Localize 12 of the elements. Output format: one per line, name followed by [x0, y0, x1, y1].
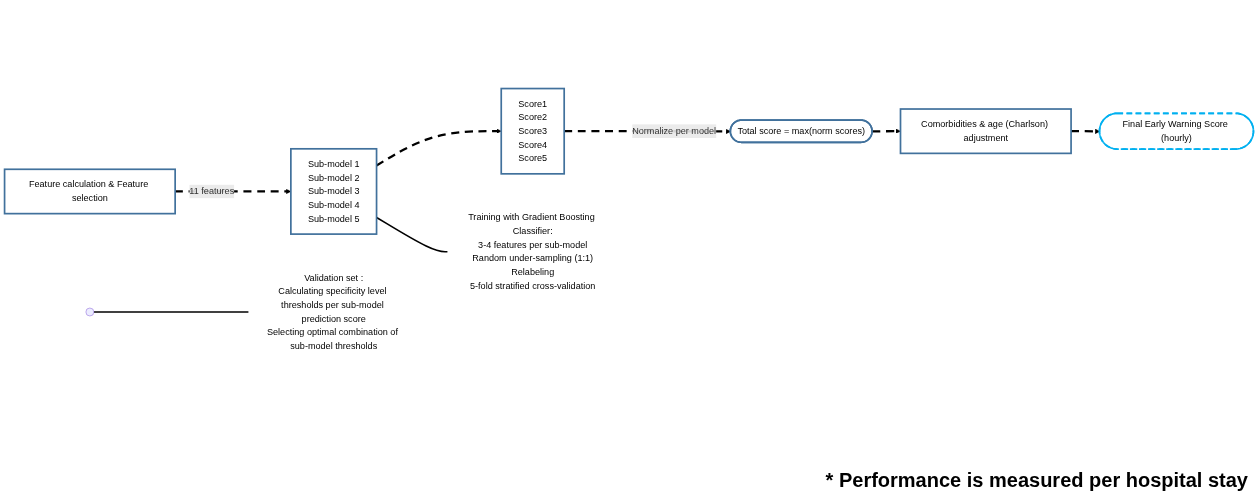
node-box: Sub-model 1 Sub-model 2 Sub-model 3 Sub-model 4 Sub-model 5	[290, 147, 378, 235]
edge-label: 11 features	[189, 186, 235, 196]
node-box: Comorbidities & age (Charlson) adjustment	[899, 108, 1072, 155]
node-box: Feature calculation & Feature selection	[3, 168, 176, 215]
arrow	[872, 128, 901, 134]
footnote: * Performance is measured per hospital stay	[825, 469, 1248, 492]
node-box: Score1 Score2 Score3 Score4 Score5	[500, 87, 566, 175]
connector	[93, 311, 250, 313]
node-text: Validation set : Calculating specificity level thresholds per sub-model prediction score Selecting optimal combination of sub-model thresholds	[266, 272, 398, 351]
edge-label: Normalize per model	[632, 126, 717, 136]
node-text: Training with Gradient Boosting Classifier: 3-4 features per sub-model Random under-sampling (1:1) Relabeling 5-fold stratified cross-validation	[468, 212, 596, 291]
arrow	[1071, 128, 1100, 134]
